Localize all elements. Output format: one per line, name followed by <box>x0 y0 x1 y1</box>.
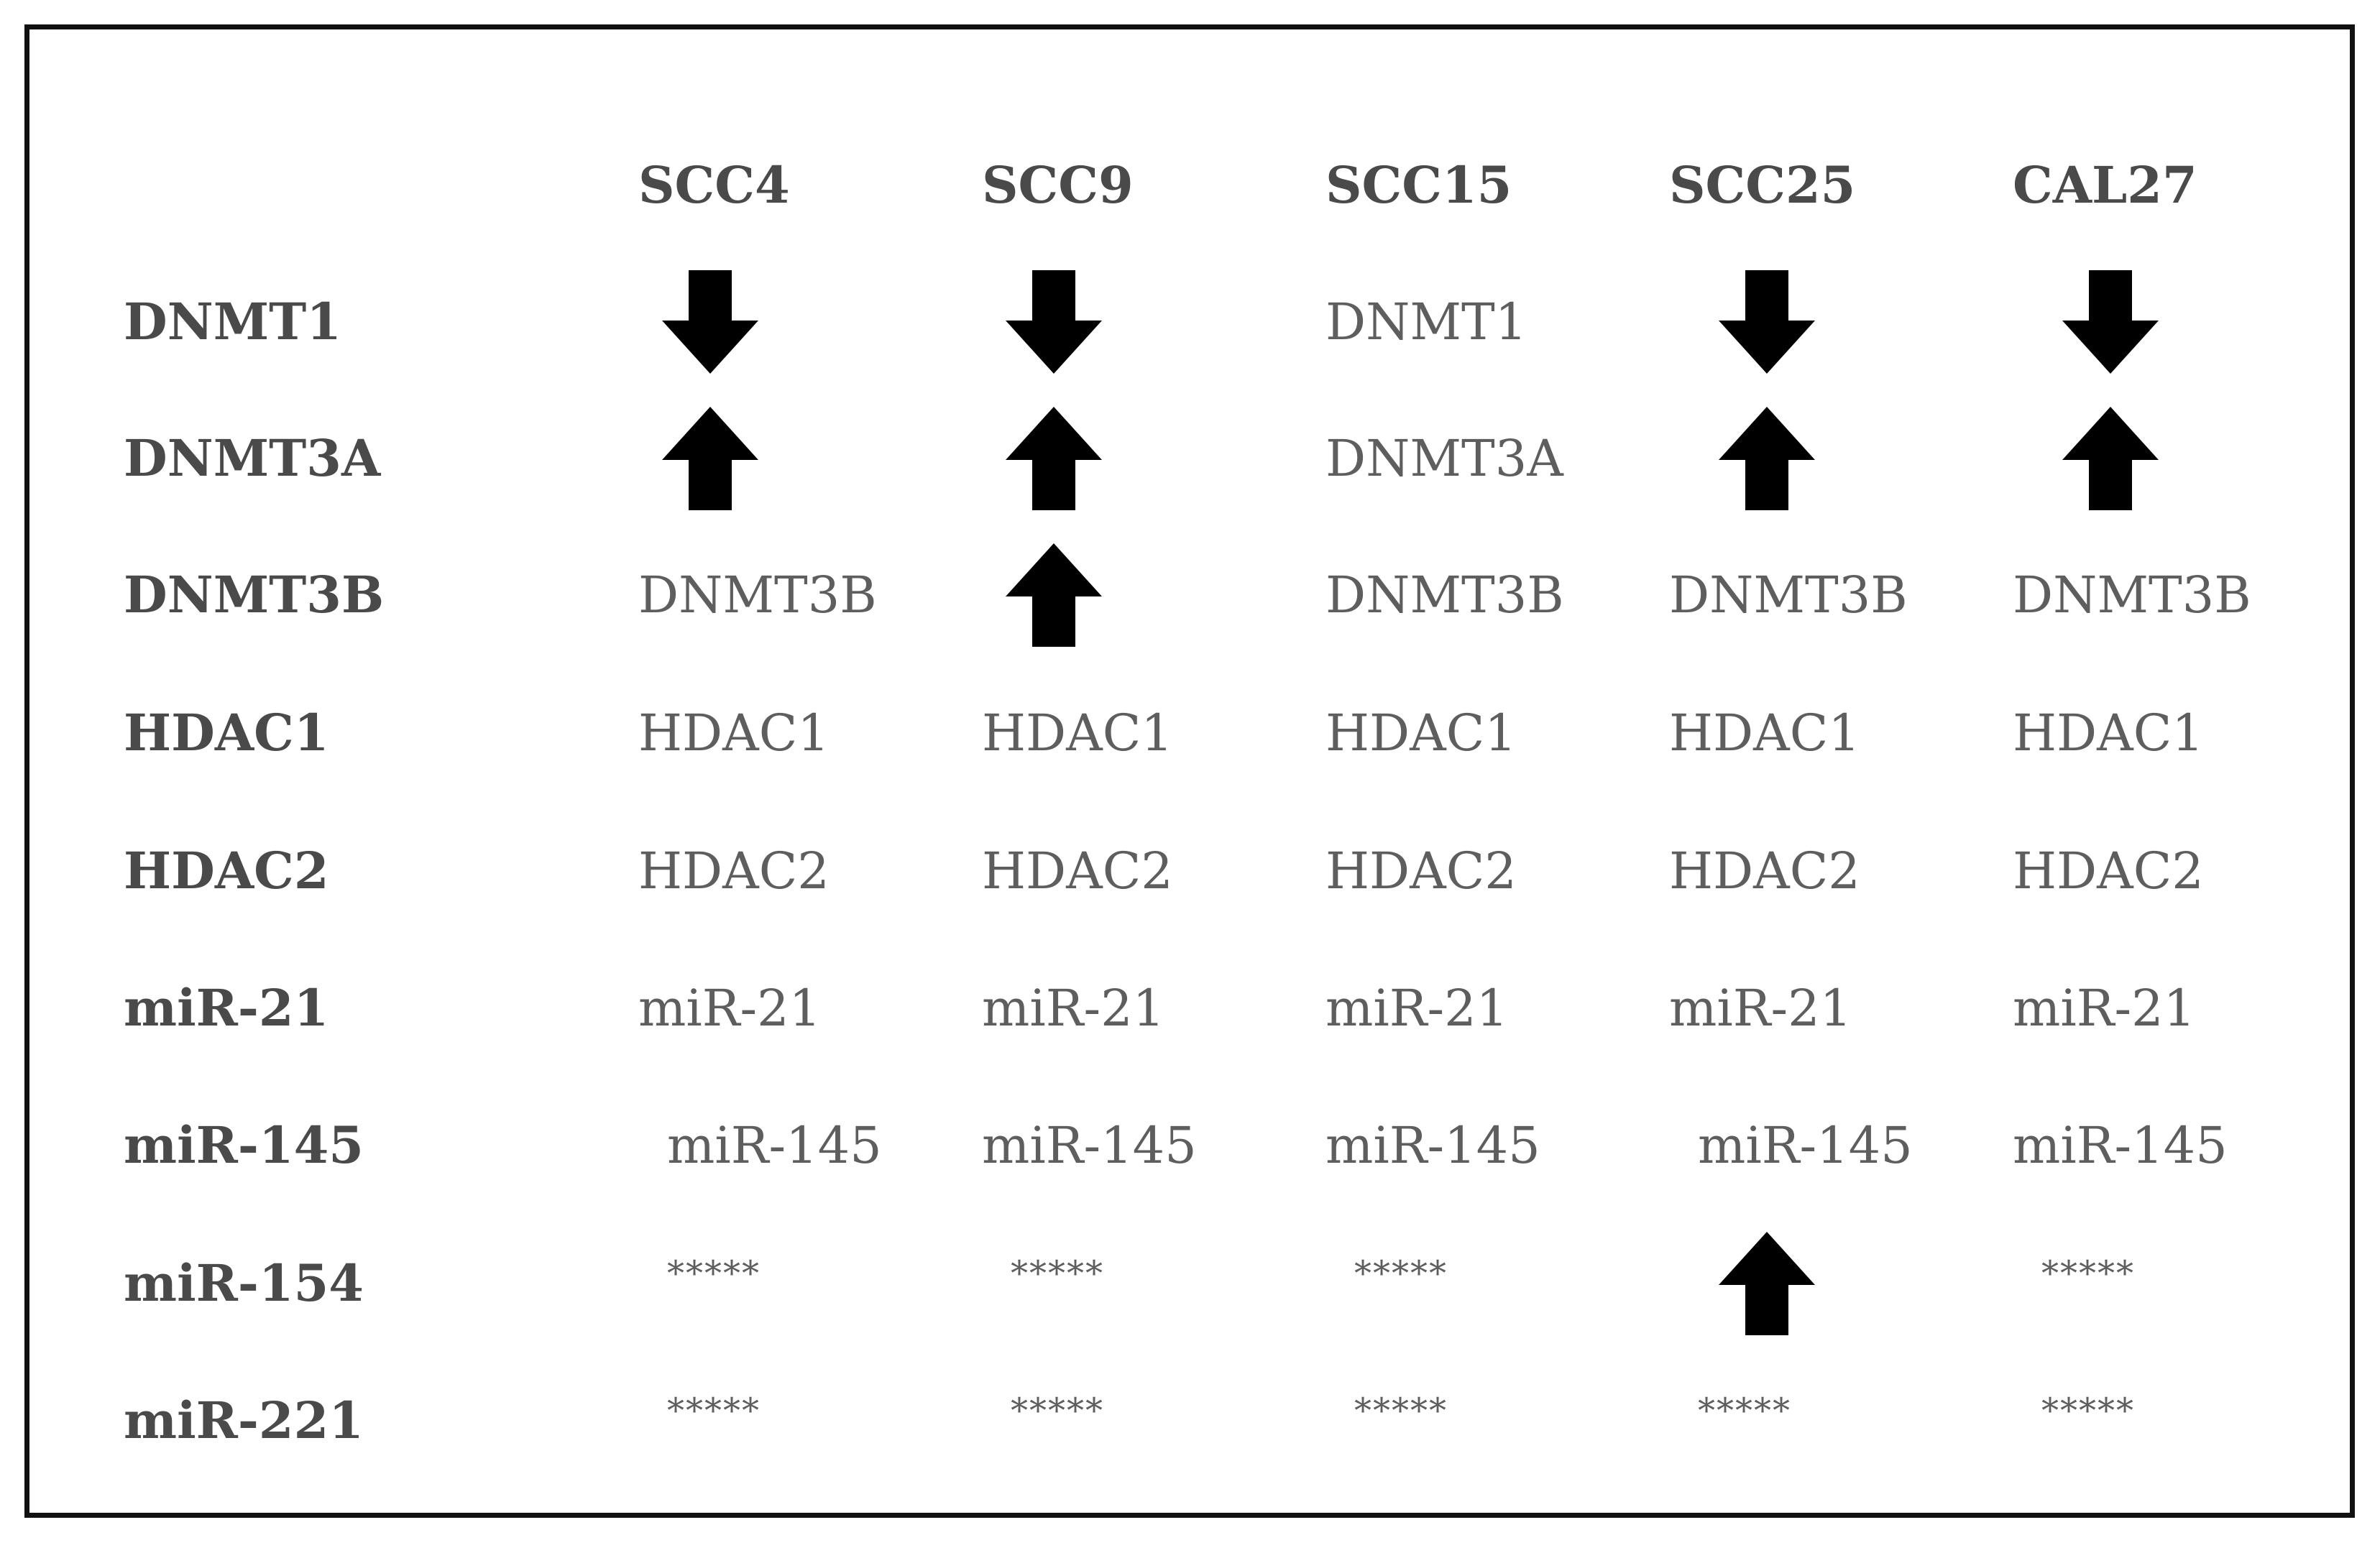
arrow-up-icon <box>662 407 758 510</box>
row-label-mir-145: miR-145 <box>124 1115 364 1175</box>
cell-dnmt3b-scc4: DNMT3B <box>638 566 877 625</box>
cell-hdac1-cal27: HDAC1 <box>2013 704 2204 762</box>
not-detected-marker: ***** <box>667 1253 761 1294</box>
not-detected-marker: ***** <box>667 1391 761 1431</box>
arrow-up-icon <box>1006 543 1102 647</box>
cell-mir-145-scc15: miR-145 <box>1325 1116 1540 1175</box>
cell-hdac1-scc15: HDAC1 <box>1325 704 1517 762</box>
row-label-mir-154: miR-154 <box>124 1253 364 1313</box>
cell-hdac2-scc15: HDAC2 <box>1325 842 1517 900</box>
cell-mir-21-cal27: miR-21 <box>2013 979 2196 1038</box>
column-header-scc15: SCC15 <box>1325 155 1512 215</box>
cell-mir-145-scc9: miR-145 <box>982 1116 1197 1175</box>
cell-dnmt3a-scc15: DNMT3A <box>1325 429 1563 488</box>
table-frame <box>24 24 2355 1518</box>
cell-mir-21-scc9: miR-21 <box>982 979 1165 1038</box>
column-header-cal27: CAL27 <box>2013 155 2197 215</box>
cell-mir-145-scc4: miR-145 <box>667 1116 882 1175</box>
not-detected-marker: ***** <box>2041 1253 2135 1294</box>
cell-dnmt1-scc15: DNMT1 <box>1325 292 1527 351</box>
cell-hdac1-scc9: HDAC1 <box>982 704 1173 762</box>
cell-hdac1-scc25: HDAC1 <box>1669 704 1860 762</box>
cell-dnmt3b-scc15: DNMT3B <box>1325 566 1564 625</box>
not-detected-marker: ***** <box>1354 1253 1448 1294</box>
arrow-down-icon <box>2062 270 2159 374</box>
row-label-dnmt3a: DNMT3A <box>124 428 381 488</box>
cell-mir-21-scc25: miR-21 <box>1669 979 1852 1038</box>
cell-dnmt3b-cal27: DNMT3B <box>2013 566 2251 625</box>
cell-hdac1-scc4: HDAC1 <box>638 704 830 762</box>
not-detected-marker: ***** <box>1354 1391 1448 1431</box>
row-label-hdac1: HDAC1 <box>124 703 329 762</box>
arrow-up-icon <box>1719 1232 1815 1335</box>
row-label-hdac2: HDAC2 <box>124 841 329 900</box>
cell-hdac2-scc4: HDAC2 <box>638 842 830 900</box>
arrow-up-icon <box>1006 407 1102 510</box>
arrow-up-icon <box>1719 407 1815 510</box>
cell-hdac2-cal27: HDAC2 <box>2013 842 2204 900</box>
arrow-down-icon <box>1719 270 1815 374</box>
cell-mir-145-scc25: miR-145 <box>1698 1116 1913 1175</box>
cell-hdac2-scc25: HDAC2 <box>1669 842 1860 900</box>
not-detected-marker: ***** <box>2041 1391 2135 1431</box>
column-header-scc4: SCC4 <box>638 155 790 215</box>
column-header-scc9: SCC9 <box>982 155 1134 215</box>
arrow-down-icon <box>662 270 758 374</box>
row-label-dnmt1: DNMT1 <box>124 292 341 351</box>
cell-mir-21-scc4: miR-21 <box>638 979 822 1038</box>
row-label-mir-221: miR-221 <box>124 1391 364 1450</box>
column-header-scc25: SCC25 <box>1669 155 1856 215</box>
not-detected-marker: ***** <box>1698 1391 1791 1431</box>
cell-hdac2-scc9: HDAC2 <box>982 842 1173 900</box>
cell-dnmt3b-scc25: DNMT3B <box>1669 566 1908 625</box>
arrow-up-icon <box>2062 407 2159 510</box>
not-detected-marker: ***** <box>1011 1253 1104 1294</box>
cell-mir-145-cal27: miR-145 <box>2013 1116 2228 1175</box>
row-label-dnmt3b: DNMT3B <box>124 565 385 625</box>
cell-mir-21-scc15: miR-21 <box>1325 979 1509 1038</box>
not-detected-marker: ***** <box>1011 1391 1104 1431</box>
row-label-mir-21: miR-21 <box>124 978 329 1038</box>
arrow-down-icon <box>1006 270 1102 374</box>
